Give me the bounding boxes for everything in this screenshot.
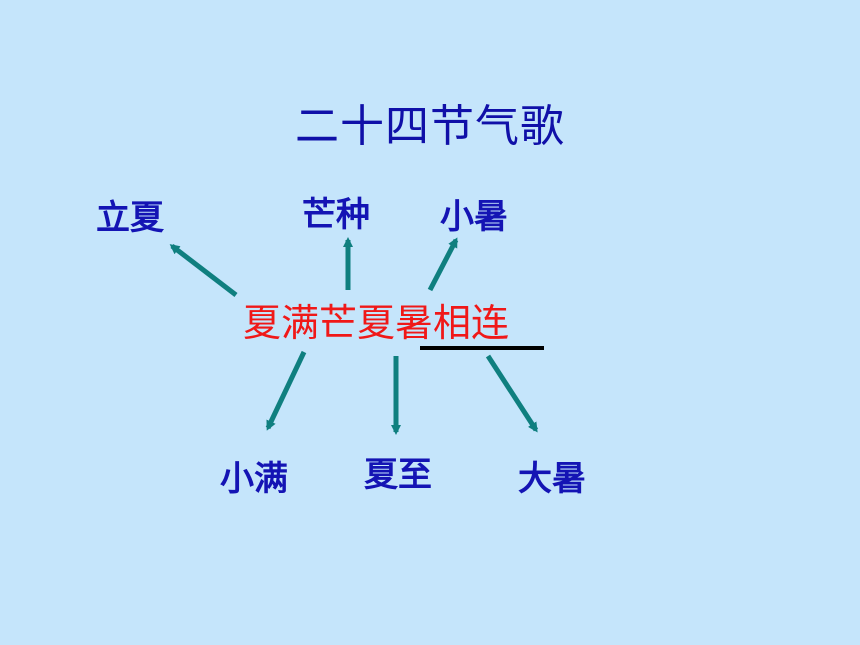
arrow-to-xiaoshu: [427, 237, 459, 292]
term-xiaoman: 小满: [220, 459, 288, 499]
term-xiaoshu: 小暑: [440, 197, 508, 237]
arrow-to-dashu: [485, 354, 539, 433]
term-mangzhong: 芒种: [302, 195, 370, 235]
center-mnemonic: 夏满芒夏暑相连: [243, 301, 510, 345]
center-underline: [420, 346, 544, 350]
arrow-to-xiaoman: [265, 350, 307, 431]
term-lixia: 立夏: [96, 198, 164, 238]
term-xiazhi: 夏至: [364, 455, 432, 495]
page-title: 二十四节气歌: [295, 101, 565, 152]
term-dashu: 大暑: [518, 459, 586, 499]
arrow-to-lixia: [169, 244, 238, 297]
